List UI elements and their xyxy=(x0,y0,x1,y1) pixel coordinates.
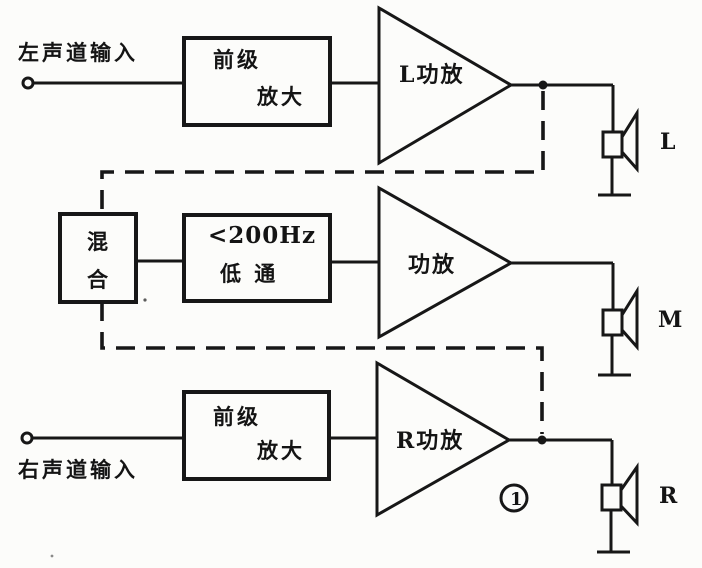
scan-speck xyxy=(143,298,147,302)
mix-bus-right-dashed-line xyxy=(100,302,544,434)
l-output-junction-dot xyxy=(538,80,548,90)
r-output-junction-dot xyxy=(537,435,547,445)
speaker-r-label: R xyxy=(659,483,678,509)
r-amp-triangle xyxy=(375,360,513,518)
preamp-left-line2: 放大 xyxy=(256,84,305,109)
preamp-right-line1: 前级 xyxy=(213,404,261,429)
l-amp-triangle xyxy=(377,5,514,166)
speaker-l-icon xyxy=(598,107,639,197)
figure-number-digit: 1 xyxy=(510,489,523,510)
lowpass-line2: 低 通 xyxy=(219,261,278,286)
l-amp-label: L功放 xyxy=(399,62,464,88)
speaker-l-label: L xyxy=(660,129,675,155)
mix-bus-left-dashed-line xyxy=(100,91,545,214)
left-input-label: 左声道输入 xyxy=(18,40,138,65)
speaker-m-icon xyxy=(598,285,639,377)
preamp-right-line2: 放大 xyxy=(256,438,305,463)
preamp-right-box xyxy=(182,390,331,481)
speaker-m-label: M xyxy=(658,307,682,333)
mixer-box xyxy=(58,212,138,304)
r-amp-label: R功放 xyxy=(396,428,464,454)
scan-speck xyxy=(50,554,54,558)
left-input-terminal-icon xyxy=(21,76,35,90)
speaker-r-icon xyxy=(597,462,639,554)
m-amp-label: 功放 xyxy=(408,252,456,278)
m-amp-triangle xyxy=(377,185,515,340)
figure-number-circled: 1 xyxy=(499,483,529,513)
right-input-label: 右声道输入 xyxy=(18,457,138,482)
mixer-char2: 合 xyxy=(87,267,111,292)
mixer-char1: 混 xyxy=(87,229,111,254)
preamp-left-line1: 前级 xyxy=(213,47,261,72)
right-input-terminal-icon xyxy=(20,431,34,445)
lowpass-box xyxy=(182,213,332,303)
lowpass-line1: <200Hz xyxy=(208,222,316,249)
